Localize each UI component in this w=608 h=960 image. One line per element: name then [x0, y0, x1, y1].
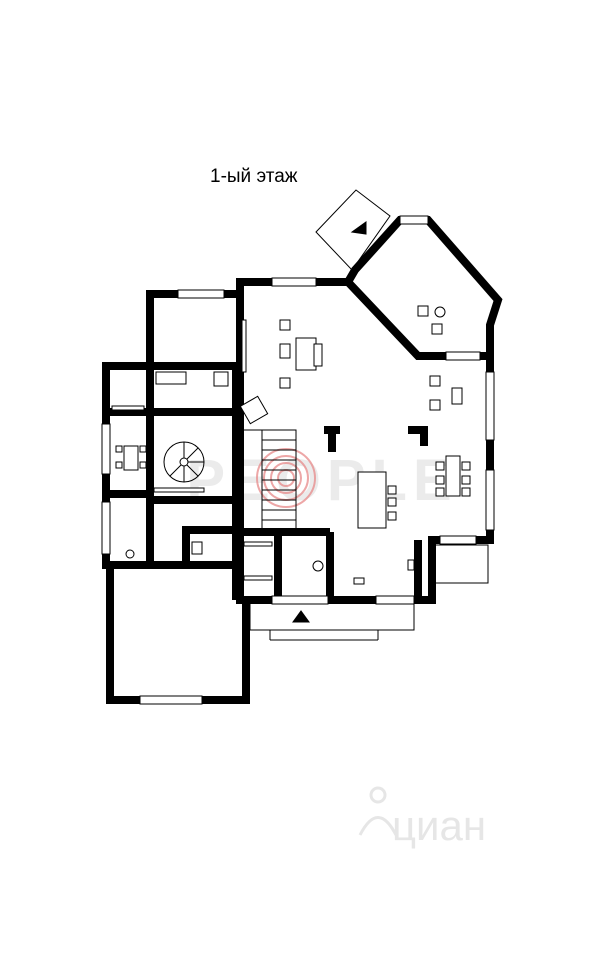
kitchen-island	[357, 471, 387, 529]
dining-table-left	[123, 445, 139, 471]
walls	[102, 216, 503, 704]
tv-unit	[241, 319, 247, 373]
armchair	[279, 319, 291, 331]
dining-table	[445, 455, 461, 497]
armchair	[279, 377, 291, 389]
portal-watermark-text: циан	[392, 802, 486, 849]
bathtub	[155, 371, 187, 385]
toilet	[191, 541, 203, 555]
sofa	[295, 337, 317, 371]
armchair	[313, 343, 323, 367]
portal-watermark: циан	[358, 786, 486, 849]
armchair	[279, 343, 291, 359]
spiral-staircase	[163, 441, 205, 483]
furniture	[111, 305, 471, 585]
sink	[213, 371, 229, 387]
floor-title: 1-ый этаж	[210, 166, 298, 187]
main-staircase	[240, 429, 297, 531]
windows	[101, 215, 495, 705]
portal-logo-icon	[358, 786, 398, 836]
